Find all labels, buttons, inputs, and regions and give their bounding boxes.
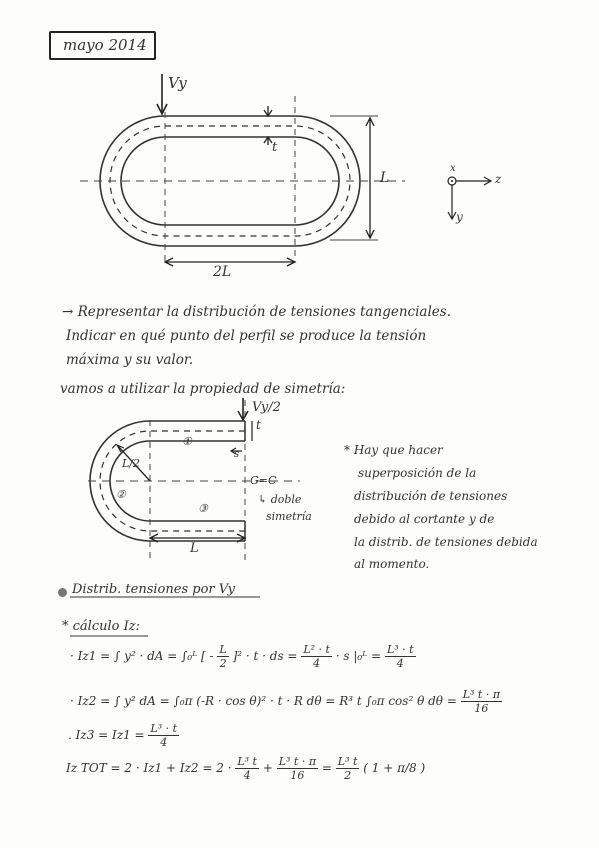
note-line-4: debido al cortante y de xyxy=(354,512,495,526)
part-3-label: ③ xyxy=(198,502,208,515)
statement-line-2: Indicar en qué punto del perfil se produ… xyxy=(66,328,427,344)
length-label: L xyxy=(190,541,199,556)
statement-line-1: → Representar la distribución de tension… xyxy=(62,304,451,320)
calc-title: * cálculo Iz: xyxy=(62,619,140,634)
symmetry-text: vamos a utilizar la propiedad de simetrí… xyxy=(60,381,346,397)
midline xyxy=(109,125,351,237)
note-line-2: superposición de la xyxy=(358,466,477,480)
note-line-6: al momento. xyxy=(354,557,430,571)
inner-contour xyxy=(120,136,340,226)
axis-note-1: ↳ doble xyxy=(258,493,302,506)
note-line-3: distribución de tensiones xyxy=(354,489,508,503)
note-line-1: * Hay que hacer xyxy=(344,443,443,457)
width-label: 2L xyxy=(213,264,232,280)
vy-label: Vy xyxy=(168,74,187,92)
thickness-label-2: t xyxy=(256,418,261,432)
gc-label: G=C xyxy=(250,474,277,487)
part-1-label: ① xyxy=(182,435,192,448)
bullet-icon xyxy=(58,588,67,597)
vy-half-label: Vy/2 xyxy=(252,400,281,415)
axis-note-2: simetría xyxy=(266,510,312,523)
axis-y-label: y xyxy=(456,210,463,224)
date-label: mayo 2014 xyxy=(63,36,147,54)
s-label: s xyxy=(234,449,240,460)
axis-z-label: z xyxy=(495,172,502,186)
outer-contour xyxy=(99,115,361,247)
radius-label: L/2 xyxy=(122,457,141,470)
section-title: Distrib. tensiones por Vy xyxy=(72,582,235,597)
half-midline xyxy=(99,430,245,532)
thickness-label: t xyxy=(272,140,278,155)
date-box: mayo 2014 xyxy=(49,31,156,60)
radius-line xyxy=(117,445,151,482)
axis-x-label: x xyxy=(450,163,456,174)
note-line-5: la distrib. de tensiones debida xyxy=(354,535,538,549)
part-2-label: ② xyxy=(116,488,126,501)
height-label: L xyxy=(380,170,390,186)
formula-iz2: · Iz2 = ∫ y² dA = ∫₀ᴨ (-R · cos θ)² · t … xyxy=(70,688,503,715)
statement-line-3: máxima y su valor. xyxy=(66,352,194,368)
